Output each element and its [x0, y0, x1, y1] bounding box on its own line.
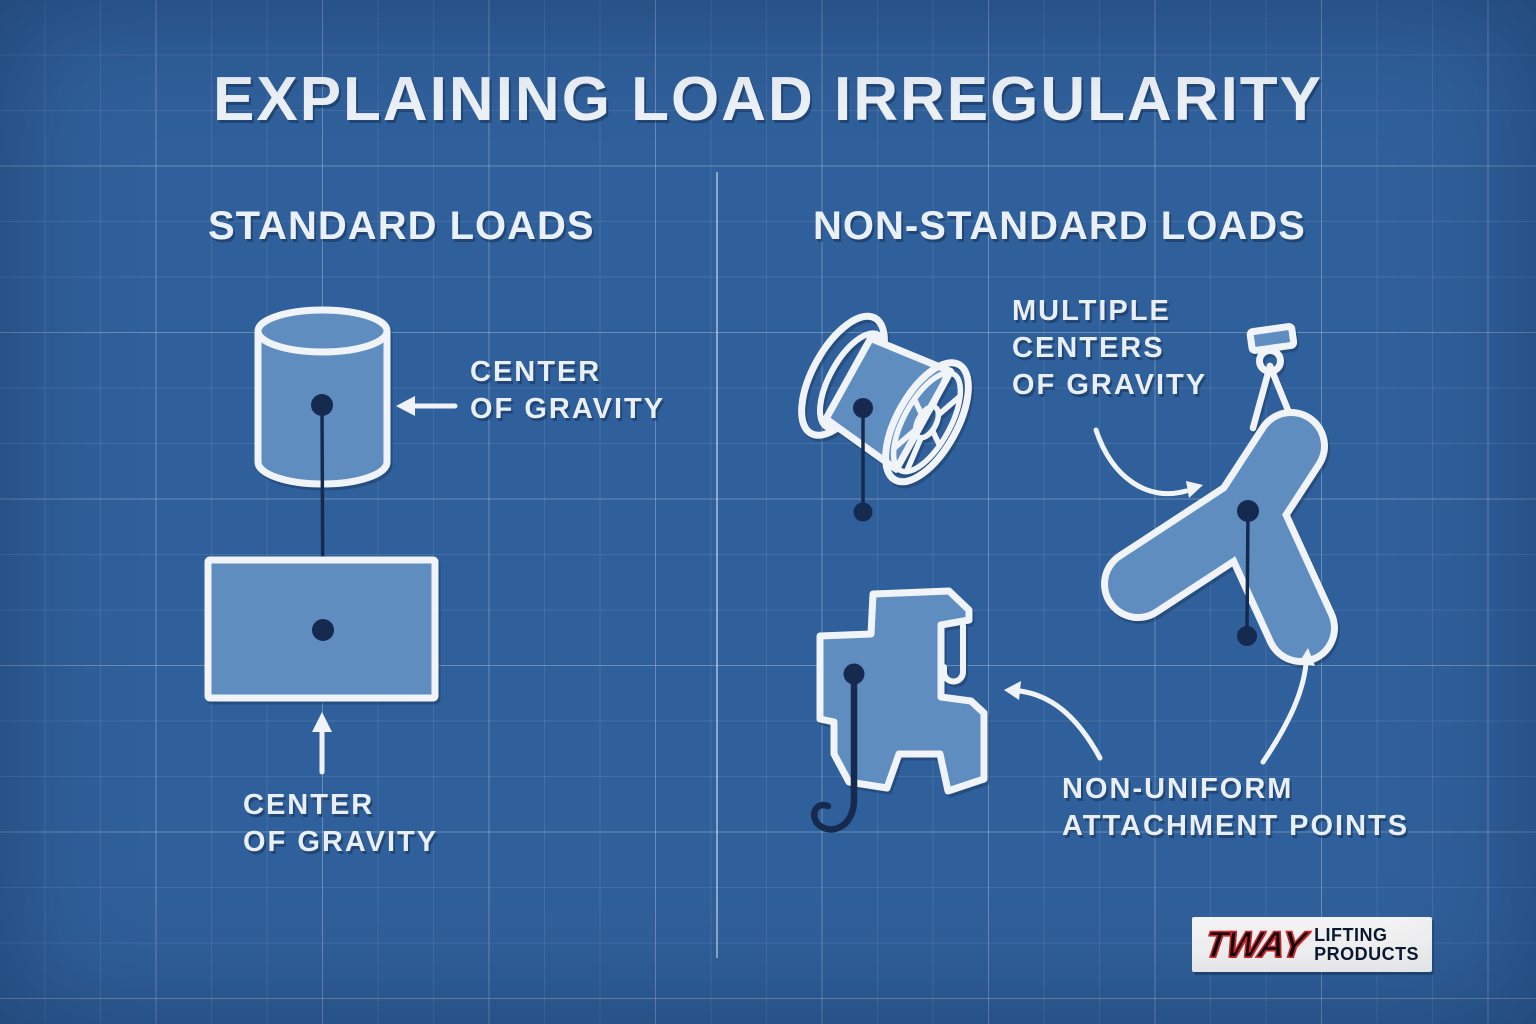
navy-hook — [811, 680, 858, 833]
label-block-cog: CENTER OF GRAVITY — [243, 789, 439, 858]
tway-logo: TWAY LIFTING PRODUCTS — [1192, 917, 1432, 972]
cog-dot-spool-1 — [853, 398, 873, 418]
heading-non-standard-loads: NON-STANDARD LOADS — [813, 204, 1306, 248]
cog-dot-y-2 — [1237, 626, 1257, 646]
arrow-up-cog — [312, 712, 332, 775]
arrow-attachment-hook — [1004, 681, 1103, 761]
label-multiple-cog: MULTIPLE CENTERS OF GRAVITY — [1012, 295, 1208, 401]
section-divider — [716, 172, 718, 958]
label-attachment-points: NON-UNIFORM ATTACHMENT POINTS — [1062, 773, 1410, 842]
cog-dot-block — [312, 619, 334, 641]
cog-dot-spool-2 — [853, 502, 873, 522]
arrow-multiple-cog — [1093, 427, 1203, 498]
spool-spokes — [891, 370, 963, 475]
irregular-part-shape — [816, 587, 988, 795]
tway-tagline: LIFTING PRODUCTS — [1314, 925, 1420, 964]
cog-connector-line-y — [1245, 510, 1250, 630]
tway-brand-wordmark: TWAY — [1201, 923, 1309, 966]
arrow-y-bottom — [1260, 648, 1315, 765]
arrow-left-cog — [396, 396, 458, 416]
label-cylinder-cog: CENTER OF GRAVITY — [470, 356, 666, 425]
y-load-shape — [1101, 409, 1338, 665]
cog-dot-part — [843, 663, 865, 685]
spool-shape — [798, 312, 972, 486]
heading-standard-loads: STANDARD LOADS — [208, 204, 595, 248]
cog-dot-y-1 — [1237, 500, 1259, 522]
page-title: EXPLAINING LOAD IRREGULARITY — [212, 65, 1324, 134]
cog-dot-cylinder — [311, 394, 333, 416]
white-attachment-hook — [941, 623, 966, 685]
